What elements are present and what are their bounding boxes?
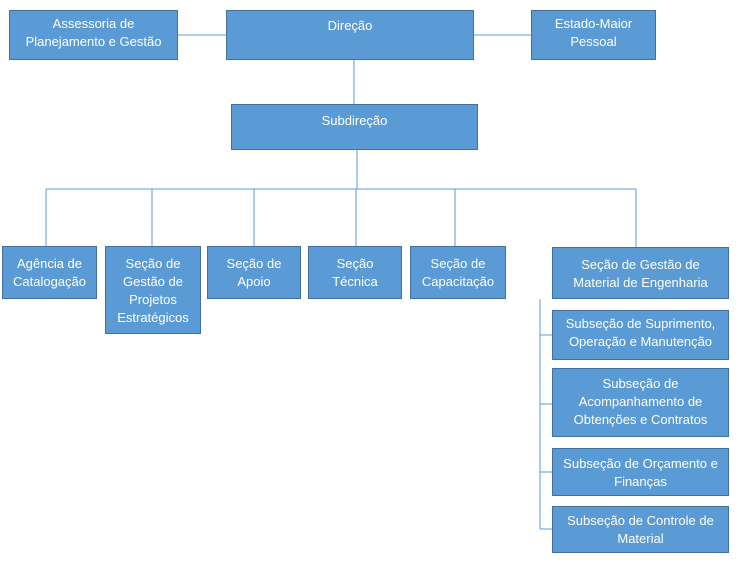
node-estado-maior-label: Estado-Maior Pessoal bbox=[554, 16, 633, 49]
node-assessoria-label: Assessoria de Planejamento e Gestão bbox=[25, 16, 162, 49]
node-subdirecao: Subdireção bbox=[231, 104, 478, 150]
node-assessoria: Assessoria de Planejamento e Gestão bbox=[9, 10, 178, 60]
node-acompanhamento-label: Subseção de Acompanhamento de Obtenções … bbox=[573, 376, 708, 427]
node-controle: Subseção de Controle de Material bbox=[552, 506, 729, 553]
node-projetos-label: Seção de Gestão de Projetos Estratégicos bbox=[117, 256, 189, 325]
node-suprimento: Subseção de Suprimento, Operação e Manut… bbox=[552, 310, 729, 360]
node-estado-maior: Estado-Maior Pessoal bbox=[531, 10, 656, 60]
node-projetos: Seção de Gestão de Projetos Estratégicos bbox=[105, 246, 201, 334]
node-orcamento-label: Subseção de Orçamento e Finanças bbox=[563, 456, 718, 489]
node-controle-label: Subseção de Controle de Material bbox=[567, 513, 714, 546]
node-agencia-label: Agência de Catalogação bbox=[13, 256, 86, 289]
node-apoio-label: Seção de Apoio bbox=[226, 256, 282, 289]
node-orcamento: Subseção de Orçamento e Finanças bbox=[552, 448, 729, 496]
node-tecnica: Seção Técnica bbox=[308, 246, 402, 299]
node-apoio: Seção de Apoio bbox=[207, 246, 301, 299]
node-subdirecao-label: Subdireção bbox=[321, 113, 388, 128]
node-tecnica-label: Seção Técnica bbox=[332, 256, 378, 289]
node-acompanhamento: Subseção de Acompanhamento de Obtenções … bbox=[552, 368, 729, 437]
node-material-eng-label: Seção de Gestão de Material de Engenhari… bbox=[573, 257, 708, 290]
node-direcao: Direção bbox=[226, 10, 474, 60]
node-agencia: Agência de Catalogação bbox=[2, 246, 97, 299]
node-direcao-label: Direção bbox=[327, 18, 373, 33]
node-material-eng: Seção de Gestão de Material de Engenhari… bbox=[552, 247, 729, 299]
node-capacitacao-label: Seção de Capacitação bbox=[421, 256, 495, 289]
node-capacitacao: Seção de Capacitação bbox=[410, 246, 506, 299]
node-suprimento-label: Subseção de Suprimento, Operação e Manut… bbox=[565, 316, 716, 349]
